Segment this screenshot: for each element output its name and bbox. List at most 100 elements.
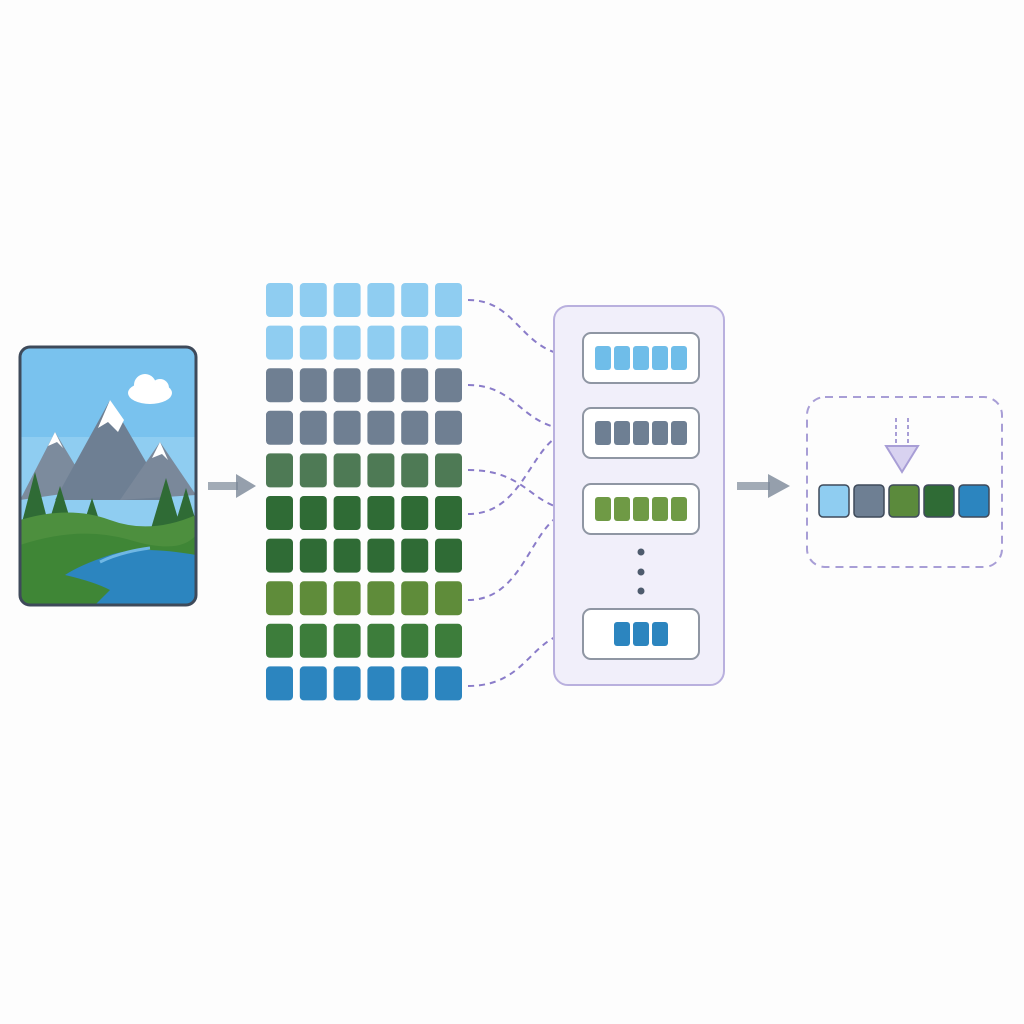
image-patch [401,623,429,658]
token [614,421,630,445]
token-group-mountain [582,407,700,459]
connection-line [467,423,581,515]
token [671,346,687,370]
token [614,346,630,370]
image-patch [266,538,293,573]
image-patch [333,581,361,616]
image-patch [299,581,327,616]
image-patch [367,283,395,317]
image-patch [401,538,429,573]
image-patch [299,666,327,701]
image-patch [367,623,395,658]
down-arrow-icon [884,418,920,474]
image-patch [435,623,462,658]
image-patch [401,368,429,403]
token [595,346,611,370]
token-group-water [582,608,700,660]
image-patch [299,623,327,658]
image-patch [333,410,361,445]
image-patch [401,283,429,317]
image-patch [266,581,293,616]
token [652,346,668,370]
token [595,497,611,521]
image-patch [401,410,429,445]
token [652,622,668,646]
image-patch [367,453,395,488]
image-patch [367,496,395,530]
flow-arrowhead-2 [768,474,790,498]
connection-line [467,299,581,363]
image-patch [435,410,462,445]
token [633,622,649,646]
image-patch [435,538,462,573]
image-patch [435,283,462,317]
image-patch [435,666,462,701]
token [633,497,649,521]
output-token [853,484,885,518]
image-patch [333,453,361,488]
flow-arrowhead-1 [236,474,256,498]
image-patch [266,325,293,360]
image-patch [266,368,293,403]
token [671,421,687,445]
image-patch [333,325,361,360]
image-patch [333,538,361,573]
token-group-sky [582,332,700,384]
image-patch [266,623,293,658]
token [652,421,668,445]
output-box [806,396,1003,568]
image-patch [333,283,361,317]
output-token [923,484,955,518]
patch-grid [266,283,462,701]
token [595,421,611,445]
image-patch [367,410,395,445]
image-patch [299,325,327,360]
image-patch [367,666,395,701]
token [614,622,630,646]
image-patch [435,453,462,488]
output-token [888,484,920,518]
image-patch [435,496,462,530]
output-token [818,484,850,518]
image-patch [266,410,293,445]
river-icon [65,550,196,605]
token [633,346,649,370]
image-patch [367,538,395,573]
image-patch [299,410,327,445]
image-patch [333,496,361,530]
image-patch [401,581,429,616]
image-patch [401,453,429,488]
output-token-row [818,484,990,518]
image-patch [299,368,327,403]
image-patch [299,283,327,317]
image-patch [401,496,429,530]
output-token [958,484,990,518]
input-image [18,345,198,607]
cloud-icon [128,374,172,404]
image-patch [266,496,293,530]
image-patch [367,581,395,616]
image-patch [435,325,462,360]
token [633,421,649,445]
token [652,497,668,521]
image-patch [299,538,327,573]
token-groups [582,332,700,660]
token [671,497,687,521]
image-patch [401,666,429,701]
image-patch [333,368,361,403]
image-patch [367,325,395,360]
image-patch [266,283,293,317]
image-patch [367,368,395,403]
ellipsis-dots [637,548,645,595]
image-patch [299,453,327,488]
image-patch [333,666,361,701]
token-group-grass [582,483,700,535]
image-patch [333,623,361,658]
token [614,497,630,521]
image-patch [435,581,462,616]
image-patch [435,368,462,403]
image-patch [401,325,429,360]
image-patch [266,666,293,701]
image-patch [299,496,327,530]
